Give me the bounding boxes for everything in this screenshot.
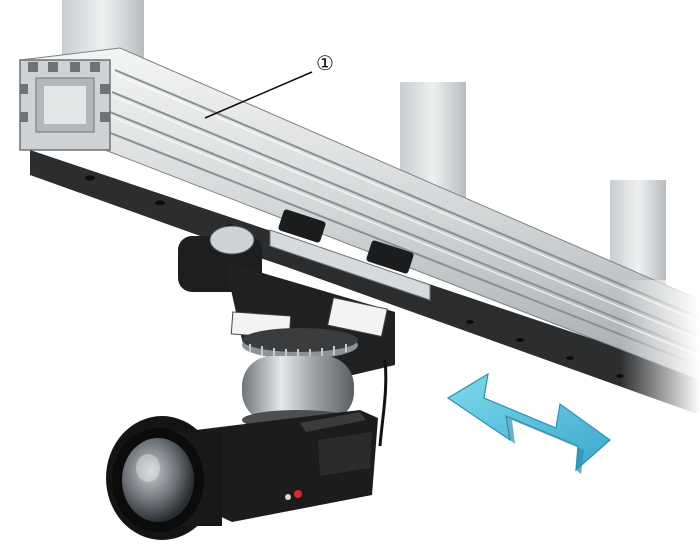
callout-leader-line: [204, 71, 313, 119]
status-led: [294, 490, 302, 498]
rail-carriage: [260, 209, 440, 318]
callout-label: ①: [316, 51, 334, 75]
camera-lens: [106, 416, 222, 540]
callout-rail: ①: [204, 51, 334, 119]
camera: [106, 410, 378, 540]
double-headed-arrow-icon: [446, 372, 611, 474]
